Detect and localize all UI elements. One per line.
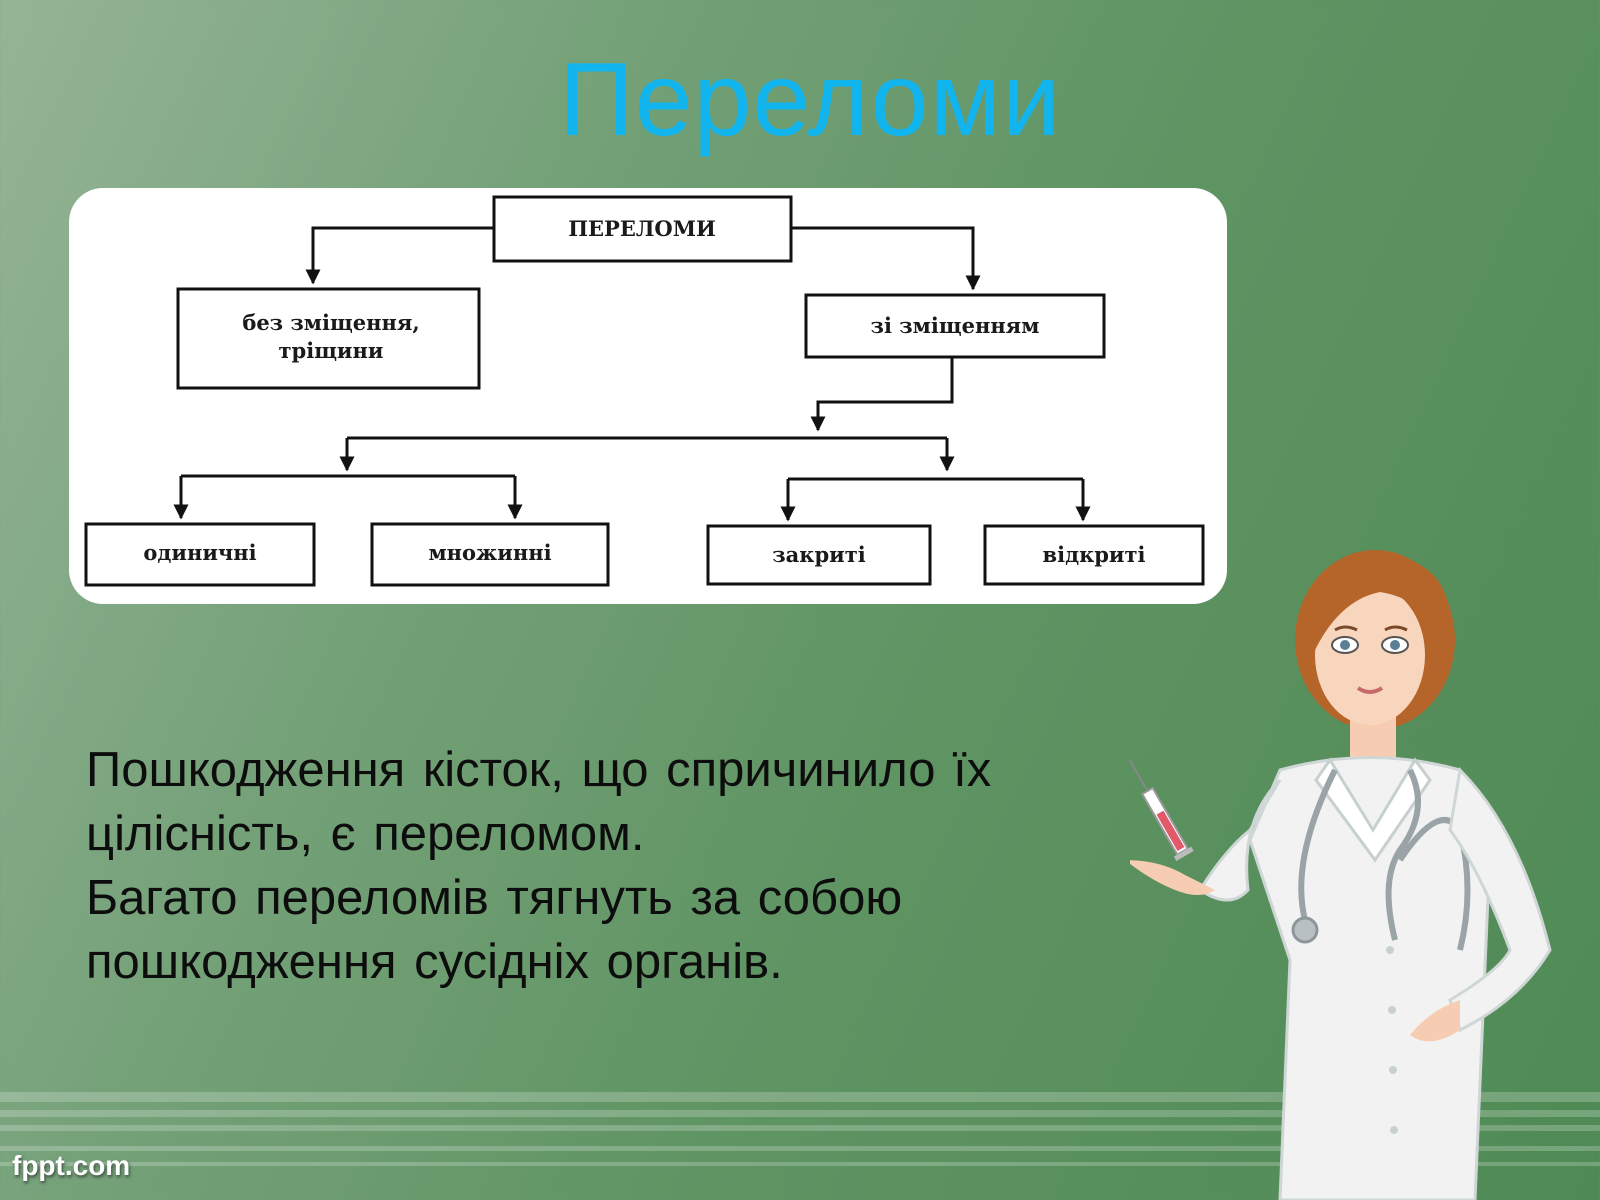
connector-displacement-down (810, 357, 954, 432)
leaf-multiple-label: множинні (428, 540, 551, 565)
face (1315, 585, 1425, 725)
nurse-illustration (1130, 550, 1552, 1200)
fppt-watermark: fppt.com (12, 1150, 131, 1181)
stethoscope (1298, 768, 1338, 921)
hand (1130, 860, 1215, 895)
connector-root-left (305, 226, 494, 285)
body-paragraph-1: Пошкодження кісток, що спричинило їх ціл… (86, 743, 992, 861)
node-root-label: ПЕРЕЛОМИ (568, 216, 716, 241)
leaf-single-label: одиничні (143, 540, 256, 565)
slide-title: Переломи (558, 42, 1062, 158)
lab-coat (1248, 756, 1492, 1200)
leaf-closed-box (706, 524, 932, 586)
node-without-displacement-line2: тріщини (279, 338, 384, 363)
leaf-open-box (983, 524, 1205, 586)
leaf-single-box (84, 522, 316, 587)
body-text: Пошкодження кісток, що спричинило їх ціл… (86, 738, 1126, 994)
body-paragraph-2: Багато переломів тягнуть за собою пошкод… (86, 871, 903, 989)
node-with-displacement-label: зі зміщенням (871, 313, 1040, 338)
node-without-displacement-line1: без зміщення, (242, 310, 419, 335)
node-without-displacement-box (176, 287, 481, 390)
leaf-multiple-box (370, 522, 610, 587)
leaf-closed-label: закриті (772, 542, 865, 567)
syringe-icon (1130, 747, 1194, 861)
node-with-displacement-box (804, 293, 1106, 359)
fracture-classification-diagram: ПЕРЕЛОМИ без зміщення, тріщини зі зміщен… (84, 195, 1205, 587)
decorative-stripes (0, 1088, 1600, 1200)
diagram-card: ПЕРЕЛОМИ без зміщення, тріщини зі зміщен… (69, 188, 1227, 604)
connector-root-right (791, 226, 981, 291)
leaf-open-label: відкриті (1043, 542, 1146, 567)
